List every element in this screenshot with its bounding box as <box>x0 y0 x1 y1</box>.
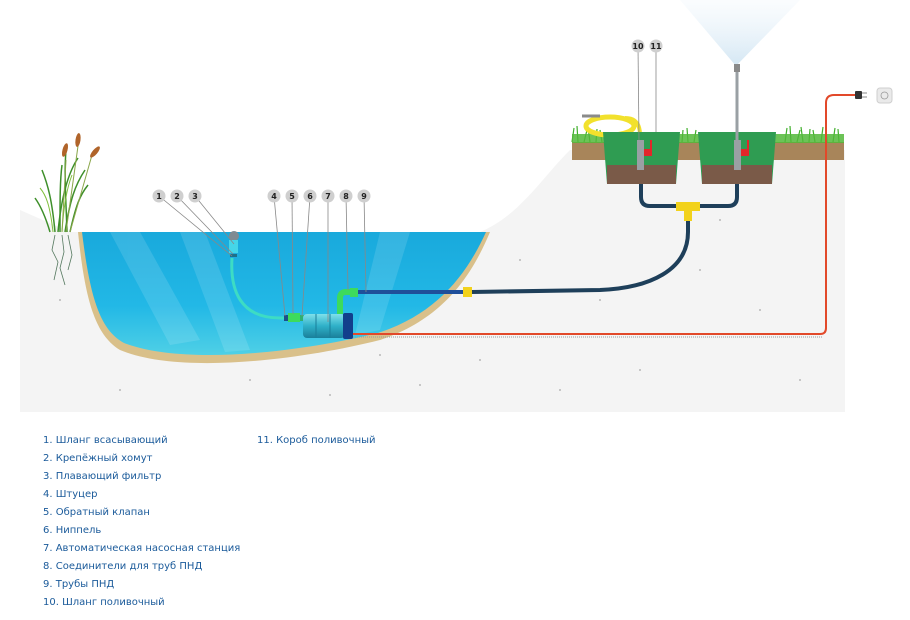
callout-circle <box>170 189 184 203</box>
irrigation-box-2 <box>698 132 776 184</box>
power-plug <box>855 91 862 99</box>
callout-circle <box>631 39 645 53</box>
callout-label: 7 <box>325 192 331 201</box>
pump-station <box>303 314 345 338</box>
callout-circle <box>339 189 353 203</box>
callout-label: 10 <box>632 42 644 51</box>
sprinkler-head <box>734 64 740 72</box>
callout-label: 9 <box>361 192 367 201</box>
callout-circle <box>357 189 371 203</box>
callout-label: 1 <box>156 192 162 201</box>
nipple <box>300 315 304 321</box>
legend-item: 9. Трубы ПНД <box>43 579 115 590</box>
callout-2: 2 <box>170 189 184 203</box>
callout-circle <box>267 189 281 203</box>
power-socket <box>876 87 893 104</box>
callout-circle <box>321 189 335 203</box>
callout-11: 11 <box>649 39 663 53</box>
callout-3: 3 <box>188 189 202 203</box>
legend-item: 6. Ниппель <box>43 525 102 536</box>
legend-item: 5. Обратный клапан <box>43 507 150 518</box>
callout-circle <box>188 189 202 203</box>
callout-label: 2 <box>174 192 180 201</box>
callout-circle <box>152 189 166 203</box>
hdpe-connector <box>350 288 358 297</box>
suction-hose <box>230 257 288 320</box>
pond-irrigation-diagram: 1 2 3 4 5 6 7 8 9 10 11 <box>20 0 893 412</box>
branch-pipe-right <box>700 170 739 208</box>
callout-1: 1 <box>152 189 166 203</box>
water-rays <box>110 232 410 352</box>
callout-label: 8 <box>343 192 349 201</box>
legend-item: 8. Соединители для труб ПНД <box>43 561 203 572</box>
legend-item: 4. Штуцер <box>43 489 98 500</box>
union-fitting <box>284 315 288 321</box>
hdpe-coupling <box>463 287 472 297</box>
legend-item: 1. Шланг всасывающий <box>43 435 168 446</box>
legend-column-2: 11. Короб поливочный <box>257 432 376 450</box>
callout-circle <box>285 189 299 203</box>
hdpe-pipe-underground <box>471 218 690 294</box>
callout-label: 6 <box>307 192 313 201</box>
callout-6: 6 <box>303 189 317 203</box>
callout-circle <box>303 189 317 203</box>
check-valve <box>288 313 300 322</box>
pond-water <box>82 232 486 355</box>
callout-markers: 1 2 3 4 5 6 7 8 9 10 11 <box>152 39 663 203</box>
callout-label: 5 <box>289 192 295 201</box>
callout-label: 3 <box>192 192 198 201</box>
legend-item: 2. Крепёжный хомут <box>43 453 153 464</box>
callout-8: 8 <box>339 189 353 203</box>
callout-7: 7 <box>321 189 335 203</box>
legend-item: 11. Короб поливочный <box>257 435 376 446</box>
callout-circle <box>649 39 663 53</box>
irrigation-box-1 <box>603 132 680 184</box>
floating-filter <box>229 240 238 253</box>
callout-label: 4 <box>271 192 277 201</box>
callout-9: 9 <box>357 189 371 203</box>
legend-item: 7. Автоматическая насосная станция <box>43 543 241 554</box>
power-cable <box>353 94 855 335</box>
callout-10: 10 <box>631 39 645 53</box>
callout-label: 11 <box>650 42 662 51</box>
tee-fitting-stem <box>684 209 692 221</box>
legend-item: 3. Плавающий фильтр <box>43 471 162 482</box>
callout-4: 4 <box>267 189 281 203</box>
branch-pipe-left <box>639 170 676 208</box>
floating-filter-ball <box>229 231 239 241</box>
legend-item: 10. Шланг поливочный <box>43 597 165 608</box>
legend-column-1: 1. Шланг всасывающий 2. Крепёжный хомут … <box>43 432 240 612</box>
outlet-elbow <box>337 289 352 314</box>
tee-fitting-body <box>676 202 700 211</box>
pump-motor-cap <box>343 313 353 339</box>
callout-5: 5 <box>285 189 299 203</box>
water-spray <box>680 0 800 66</box>
mounting-clamp <box>230 254 237 257</box>
ground-speckles <box>59 219 801 396</box>
callout-leaders <box>158 45 657 322</box>
reeds <box>34 133 100 286</box>
